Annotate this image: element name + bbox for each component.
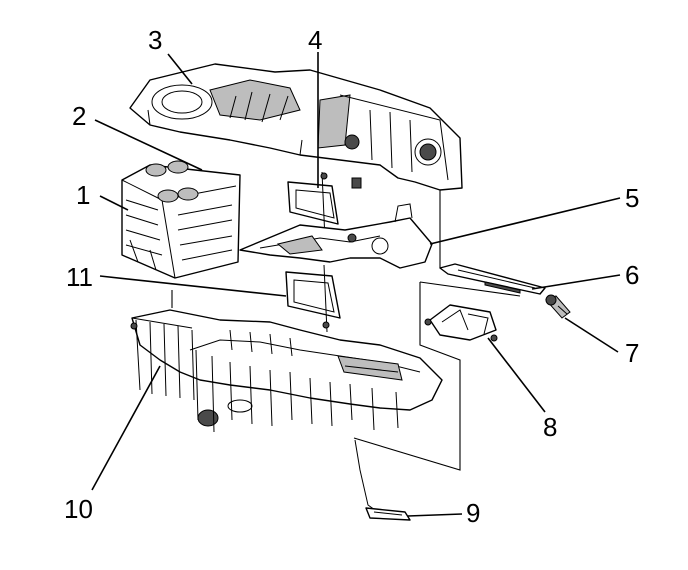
linkage-rod bbox=[354, 439, 411, 521]
actuator-screw bbox=[545, 294, 571, 319]
recirculation-door bbox=[424, 304, 498, 342]
evaporator-housing bbox=[130, 317, 195, 401]
leader-lines bbox=[91, 52, 621, 517]
callout-3: 3 bbox=[148, 25, 163, 55]
callout-10: 10 bbox=[64, 494, 93, 524]
callout-4: 4 bbox=[308, 25, 323, 55]
actuator-arm bbox=[439, 263, 546, 295]
callout-7: 7 bbox=[625, 338, 640, 368]
callout-6: 6 bbox=[625, 260, 640, 290]
lower-hvac-case bbox=[131, 309, 443, 433]
assembly-guide-lines bbox=[171, 190, 521, 471]
callout-2: 2 bbox=[72, 101, 87, 131]
callout-1: 1 bbox=[76, 180, 91, 210]
upper-hvac-case bbox=[129, 63, 463, 191]
heater-core bbox=[121, 160, 241, 279]
mode-door-assembly bbox=[239, 203, 433, 269]
callout-8: 8 bbox=[543, 412, 558, 442]
air-inlet-door bbox=[285, 264, 341, 333]
callout-11: 11 bbox=[66, 262, 93, 292]
callout-9: 9 bbox=[466, 498, 481, 528]
callout-5: 5 bbox=[625, 183, 640, 213]
